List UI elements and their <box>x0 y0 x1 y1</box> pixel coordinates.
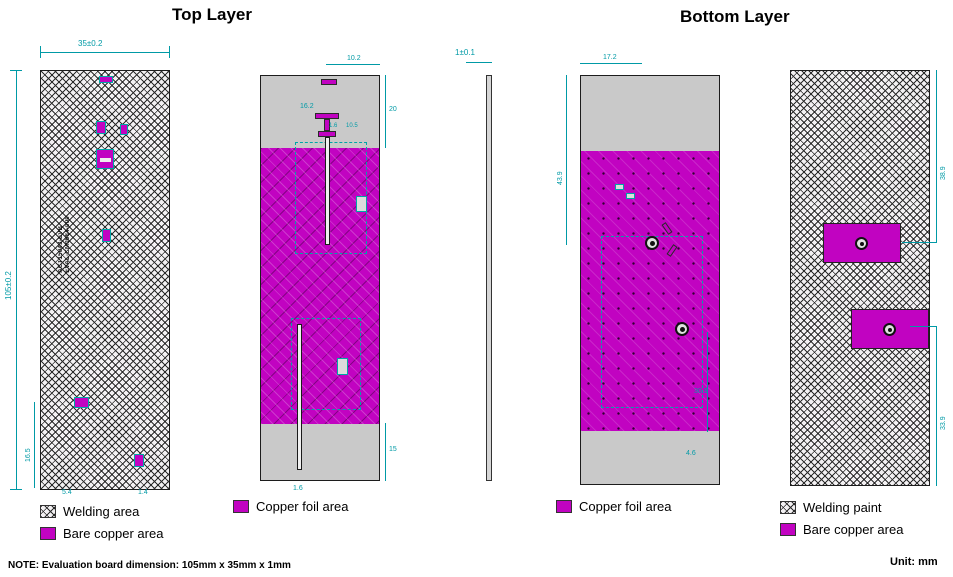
slot-line <box>325 137 330 245</box>
dim-top-slot-width: 1.6 <box>293 485 303 492</box>
dim-line <box>10 70 22 71</box>
dim-bottom-top-offset: 17.2 <box>603 54 617 61</box>
dim-line <box>385 423 386 481</box>
board-dimension-note: NOTE: Evaluation board dimension: 105mm … <box>8 560 291 571</box>
dim-line <box>385 75 386 148</box>
dim-line <box>466 62 492 63</box>
legend-label: Bare copper area <box>803 522 904 537</box>
dim-board-thickness: 1±0.1 <box>455 48 475 57</box>
dim-line <box>936 70 937 243</box>
component-pad <box>321 79 337 85</box>
pad-center-dot <box>888 328 892 332</box>
dim-line <box>910 326 936 327</box>
feed-pad <box>318 131 336 137</box>
legend-label: Copper foil area <box>256 499 349 514</box>
component-pad <box>102 229 111 242</box>
dim-line <box>326 64 380 65</box>
dim-top-bottom-b: 1.4 <box>138 489 148 496</box>
dim-bottom-right-length: 30.9 <box>694 388 708 395</box>
bottom-layer-paint-board <box>790 70 930 486</box>
legend-copper-foil-right: Copper foil area <box>556 499 672 514</box>
dim-paint-right-lower: 33.9 <box>940 416 947 430</box>
component-pad <box>356 196 367 212</box>
component-pad <box>337 358 348 375</box>
legend-welding-area: Welding area <box>40 504 139 519</box>
welding-paint-swatch <box>780 501 796 514</box>
bare-copper-window <box>823 223 901 263</box>
dim-top-gap: 1.6 <box>329 123 338 129</box>
bare-copper-swatch <box>40 527 56 540</box>
dim-line <box>580 63 642 64</box>
unit-label: Unit: mm <box>890 556 938 568</box>
dim-line <box>40 46 41 58</box>
dim-line <box>16 70 17 490</box>
dim-line <box>707 332 708 432</box>
board-silkscreen: ACT15043-EVB EVAL-CM0684-000 <box>58 216 71 273</box>
feed-pad <box>315 113 339 119</box>
dim-top-inner-width: 16.2 <box>300 103 314 110</box>
welding-area-swatch <box>40 505 56 518</box>
pad-center-dot <box>650 241 655 246</box>
pad-slot <box>100 158 111 162</box>
pad-center-dot <box>860 242 864 246</box>
bottom-layer-copper-board <box>580 75 720 485</box>
silkscreen-line1: ACT15043-EVB <box>58 225 64 273</box>
legend-label: Welding area <box>63 504 140 519</box>
courtyard-outline <box>291 318 361 410</box>
legend-label: Bare copper area <box>63 526 164 541</box>
dim-top-bottom-a: 5.4 <box>62 489 72 496</box>
component-pad <box>134 454 144 467</box>
dim-line <box>169 46 170 58</box>
feed-stem <box>324 119 330 131</box>
legend-welding-paint: Welding paint <box>780 500 882 515</box>
dim-line <box>902 242 936 243</box>
component-pad <box>615 184 624 190</box>
dim-line <box>34 402 35 488</box>
dim-line <box>40 52 170 53</box>
top-layer-welding-board: ACT15043-EVB EVAL-CM0684-000 <box>40 70 170 490</box>
bottom-layer-title: Bottom Layer <box>680 7 790 26</box>
dim-line <box>10 489 22 490</box>
component-pad <box>74 397 89 408</box>
component-pad <box>120 124 128 135</box>
legend-bare-copper-right: Bare copper area <box>780 522 903 537</box>
dim-top-feed-offset: 10.2 <box>347 55 361 62</box>
copper-foil-area <box>581 151 719 431</box>
copper-foil-area <box>261 148 379 424</box>
courtyard-outline <box>601 236 703 408</box>
top-layer-copper-board <box>260 75 380 481</box>
board-side-view <box>486 75 492 481</box>
copper-foil-swatch <box>556 500 572 513</box>
legend-bare-copper-left: Bare copper area <box>40 526 163 541</box>
top-layer-title: Top Layer <box>172 5 252 24</box>
slot-line <box>297 324 302 470</box>
copper-foil-swatch <box>233 500 249 513</box>
dim-board-length: 105±0.2 <box>4 271 13 300</box>
dim-top-right-upper: 20 <box>389 106 397 113</box>
legend-label: Copper foil area <box>579 499 672 514</box>
dim-board-width: 35±0.2 <box>78 39 103 48</box>
dim-line <box>566 75 567 245</box>
dim-top-left-lower: 16.5 <box>25 448 32 462</box>
bare-copper-window <box>851 309 929 349</box>
dim-paint-right-upper: 38.9 <box>940 166 947 180</box>
dim-top-right-lower: 15 <box>389 446 397 453</box>
bare-copper-swatch <box>780 523 796 536</box>
component-pad <box>99 76 113 83</box>
dim-top-stub: 10.5 <box>346 123 358 129</box>
dim-bottom-left-length: 43.9 <box>557 171 564 185</box>
silkscreen-line2: EVAL-CM0684-000 <box>65 216 71 273</box>
pad-center-dot <box>680 327 685 332</box>
component-pad <box>96 149 114 169</box>
component-pad <box>626 193 635 199</box>
dim-bottom-bottom-offset: 4.6 <box>686 450 696 457</box>
dim-line <box>936 326 937 486</box>
legend-copper-foil-left: Copper foil area <box>233 499 349 514</box>
legend-label: Welding paint <box>803 500 882 515</box>
component-pad <box>96 121 106 134</box>
